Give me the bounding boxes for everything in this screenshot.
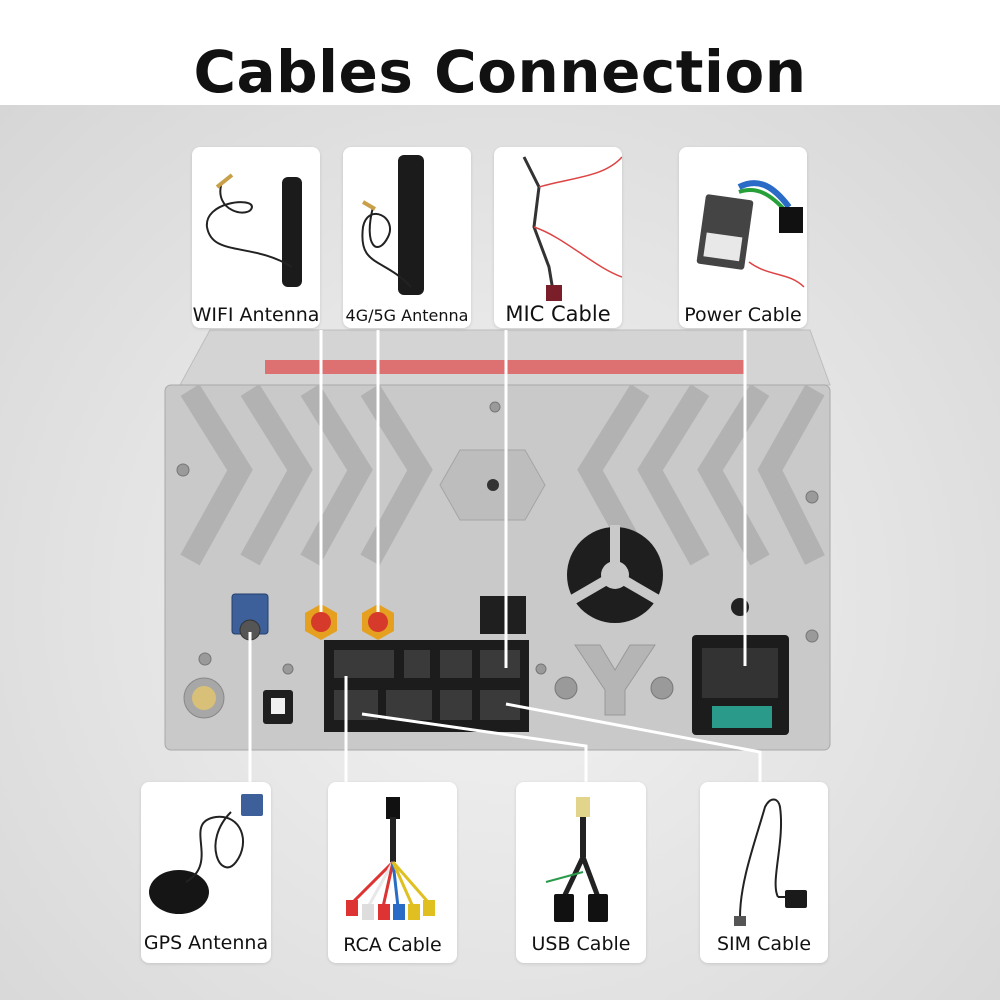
power-cable-card: Power Cable (679, 147, 807, 328)
rca-cable-label: RCA Cable (343, 934, 442, 956)
mic-cable-label: MIC Cable (505, 302, 611, 326)
power-cable-label: Power Cable (684, 304, 802, 326)
sim-cable-icon (734, 798, 807, 926)
usb-cable-icon (545, 797, 608, 922)
gps-antenna-card: GPS Antenna (141, 782, 271, 963)
gps-antenna-label: GPS Antenna (143, 932, 269, 954)
power-cable-icon (696, 180, 805, 288)
wifi-antenna-icon (205, 173, 302, 287)
4g5g-antenna-card: 4G/5G Antenna (343, 147, 471, 328)
mic-cable-icon (522, 156, 622, 301)
sim-cable-label: SIM Cable (716, 933, 812, 955)
page-title: Cables Connection (193, 38, 807, 106)
wifi-antenna-label: WIFI Antenna (192, 304, 320, 326)
4g5g-antenna-icon (361, 155, 424, 295)
rca-cable-card: RCA Cable (328, 782, 457, 963)
4g5g-antenna-label: 4G/5G Antenna (345, 306, 469, 325)
usb-cable-label: USB Cable (531, 933, 631, 955)
mic-cable-card: MIC Cable (494, 147, 622, 328)
gps-antenna-icon (149, 794, 263, 914)
usb-cable-card: USB Cable (516, 782, 646, 963)
sim-cable-card: SIM Cable (700, 782, 828, 963)
rca-cable-icon (346, 797, 435, 920)
wifi-antenna-card: WIFI Antenna (192, 147, 320, 328)
